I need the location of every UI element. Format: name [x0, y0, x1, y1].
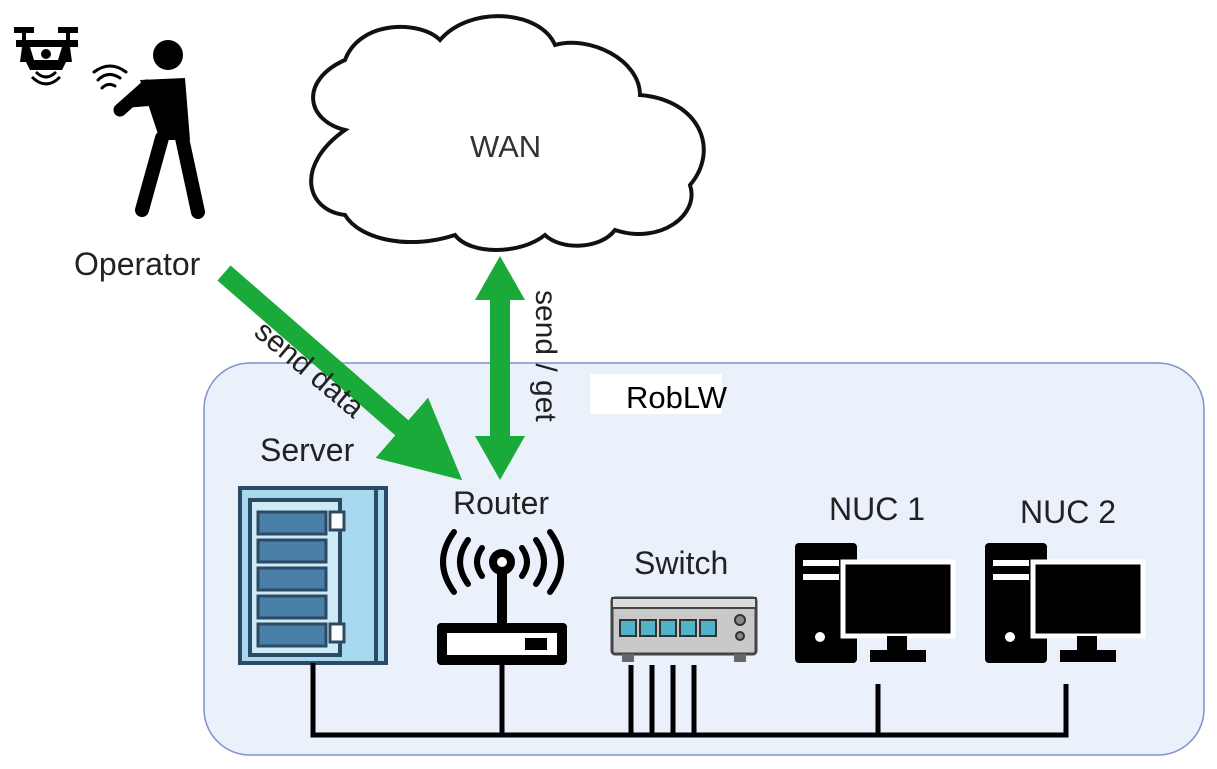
server-icon	[238, 486, 388, 665]
wan-label: WAN	[470, 129, 542, 164]
roblw-cluster-label: RobLW	[590, 374, 727, 414]
drone-icon	[14, 27, 78, 86]
send-get-arrow-label: send / get	[529, 290, 562, 422]
nuc2-label: NUC 2	[1020, 494, 1117, 530]
send-get-arrow	[475, 256, 525, 480]
switch-label: Switch	[634, 545, 729, 581]
nuc2-computer-icon	[985, 543, 1146, 663]
wan-cloud-icon	[309, 14, 706, 252]
router-icon	[437, 529, 567, 665]
nuc1-computer-icon	[795, 543, 956, 663]
switch-icon	[610, 596, 758, 662]
operator-label: Operator	[74, 246, 201, 282]
network-bus	[310, 663, 1069, 738]
server-label: Server	[260, 432, 355, 468]
router-label: Router	[453, 485, 550, 521]
send-data-arrow	[217, 265, 463, 481]
operator-person-icon	[92, 40, 205, 219]
nuc1-label: NUC 1	[829, 491, 926, 527]
